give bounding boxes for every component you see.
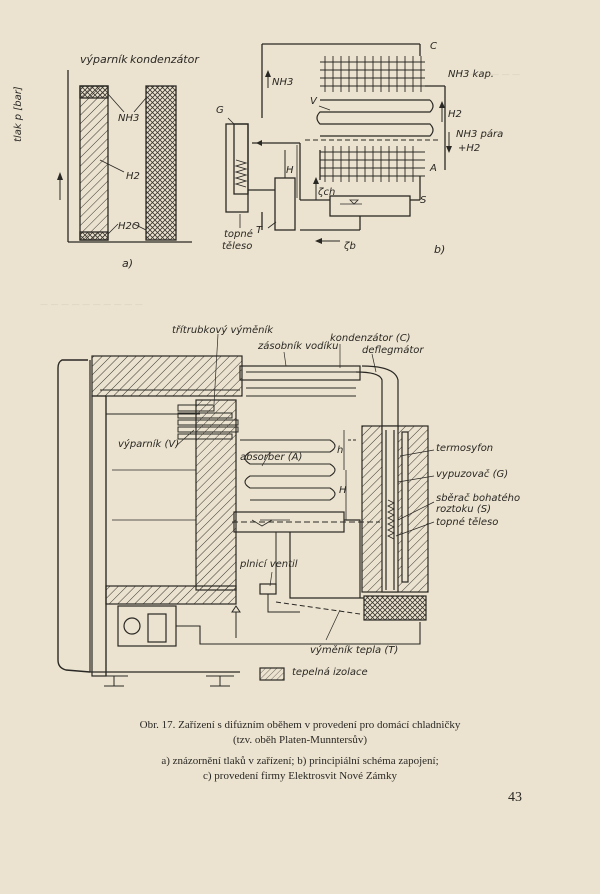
panel-a-letter: a) [122, 257, 134, 270]
panel-a-nh3-label: NH3 [118, 113, 140, 124]
panel-c-insulation-label: tepelná izolace [292, 667, 368, 678]
panel-c-boiler-label: vypuzovač (G) [436, 469, 509, 480]
panel-b-heater-label-1: topné [224, 229, 253, 240]
caption-line-2: (tzv. oběh Platen-Munntersův) [232, 733, 367, 746]
panel-b-h2-label: H2 [448, 109, 462, 120]
panel-b-heater-label-2: těleso [222, 241, 253, 252]
panel-b-t-label: T [256, 225, 263, 236]
panel-b-schematic [225, 43, 452, 244]
panel-b-letter: b) [434, 243, 446, 256]
panel-b-nh3-label: NH3 [272, 77, 294, 88]
panel-b-nh3-kap-label: NH3 kap. [448, 69, 494, 80]
panel-a-h2o-label: H2O [118, 221, 140, 232]
caption-line-1: Obr. 17. Zařízení s difúzním oběhem v pr… [139, 719, 461, 731]
panel-c-triple-exchanger-label: třítrubkový výměník [172, 325, 274, 336]
panel-b-a-label: A [430, 163, 437, 174]
panel-c-hydrogen-tank-label: zásobník vodíku [258, 341, 339, 352]
panel-b-h-label: H [286, 165, 294, 176]
show-through-text: — — — — — [470, 70, 521, 79]
panel-a-h2-label: H2 [126, 171, 140, 182]
panel-c-fill-valve-label: plnicí ventil [240, 559, 298, 570]
page-number: 43 [508, 790, 522, 805]
panel-c-refrigerator-section [57, 333, 435, 687]
panel-b-nh3-para-label: NH3 pára [456, 129, 504, 140]
panel-c-deflegmator-label: deflegmátor [362, 345, 424, 356]
panel-c-absorber-label: absorber (A) [240, 452, 303, 463]
panel-a-pressure-diagram [57, 70, 192, 243]
panel-b-zeta-ch-label: ζch [318, 187, 336, 198]
panel-b-plus-h2-label: +H2 [458, 143, 481, 154]
panel-c-collector-label-2: roztoku (S) [436, 504, 491, 515]
panel-c-heat-exchanger-label: výměník tepla (T) [310, 645, 399, 656]
panel-a-title-evaporator: výparník [80, 53, 128, 66]
panel-c-h-big-label: H [339, 485, 347, 496]
panel-c-condenser-label: kondenzátor (C) [330, 333, 411, 344]
panel-a-axis-label: tlak p [bar] [13, 86, 24, 142]
panel-c-evaporator-label: výparník (V) [118, 439, 180, 450]
caption-line-3: a) znázornění tlaků v zařízení; b) princ… [161, 754, 439, 767]
figure-caption: Obr. 17. Zařízení s difúzním oběhem v pr… [60, 718, 540, 783]
panel-b-zeta-b-label: ζb [344, 241, 356, 252]
panel-b-g-label: G [216, 105, 224, 116]
panel-a-title-condenser: kondenzátor [130, 53, 199, 66]
panel-c-heater-label: topné těleso [436, 517, 499, 528]
panel-b-c-label: C [430, 41, 437, 52]
panel-c-h-small-label: h [337, 445, 344, 456]
panel-c-collector-label-1: sběrač bohatého [436, 493, 521, 504]
caption-line-4: c) provedení firmy Elektrosvit Nové Zámk… [203, 769, 397, 782]
panel-b-s-label: S [420, 195, 427, 206]
panel-b-v-label: V [310, 96, 317, 107]
panel-c-thermosyphon-label: termosyfon [436, 443, 494, 454]
show-through-text: — — — — — — — — — — [40, 300, 143, 309]
